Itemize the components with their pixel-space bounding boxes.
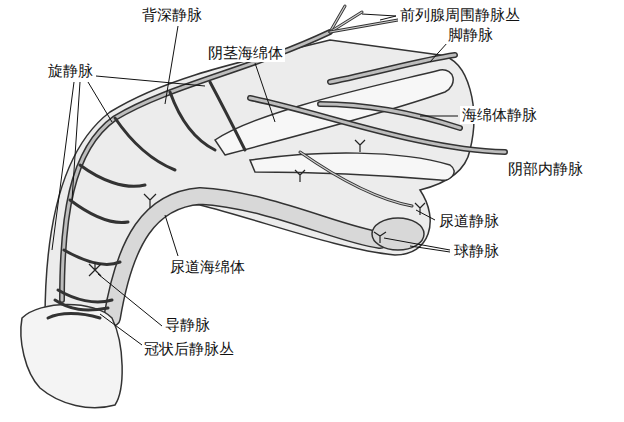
- part-label: 导静脉: [163, 316, 212, 334]
- part-label: 阴茎海绵体: [206, 44, 285, 62]
- glans: [21, 305, 122, 408]
- part-label: 脚静脉: [446, 26, 495, 44]
- part-label: 旋静脉: [46, 62, 95, 80]
- part-label: 海绵体静脉: [460, 106, 539, 124]
- corpus-spongiosum-fill: [112, 196, 380, 318]
- emissary-veins: [89, 140, 425, 276]
- corpus-spongiosum: [112, 196, 380, 318]
- leader-lines: [52, 14, 458, 345]
- part-label: 前列腺周围静脉丛: [398, 6, 522, 24]
- part-label: 阴部内静脉: [506, 160, 585, 178]
- part-label: 球静脉: [452, 242, 501, 260]
- part-label: 尿道静脉: [437, 212, 501, 230]
- bulb: [372, 218, 424, 250]
- penis-outline: [45, 40, 474, 320]
- crus: [250, 153, 454, 180]
- part-label: 背深静脉: [140, 6, 204, 24]
- part-label: 冠状后静脉丛: [142, 340, 236, 358]
- veins: [48, 6, 505, 318]
- part-label: 尿道海绵体: [168, 258, 247, 276]
